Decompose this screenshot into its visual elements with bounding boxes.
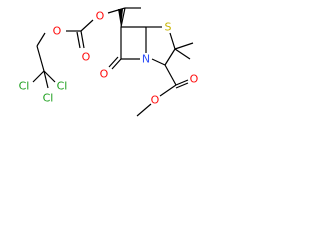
atom-cl-2: Cl	[57, 80, 68, 93]
bond-c-cl3	[43, 70, 49, 89]
atom-o-ester-carbonyl: O	[190, 73, 199, 86]
atom-n-beta-lactam: N	[142, 53, 150, 66]
bond-lactam-co	[111, 58, 122, 70]
bond-ch-ring	[120, 7, 126, 28]
bond-carbonate-c-o-double	[76, 31, 81, 49]
bond-ester-c-o	[159, 84, 177, 97]
atom-labels: O O O O S N O O Cl Cl Cl	[19, 10, 199, 107]
bond-ch-ester	[164, 64, 177, 86]
atom-cl-1: Cl	[19, 80, 30, 93]
bond-c-cl2	[43, 70, 56, 83]
bond-ch-o	[107, 7, 126, 14]
bond-o-c-carbonate	[80, 19, 94, 32]
bond-methyl-a	[174, 42, 194, 50]
bond-methyl-b	[174, 48, 191, 60]
bond-lactam-co-double	[108, 56, 119, 68]
bond-o-methyl	[136, 103, 152, 117]
bond-carbonate-c-o	[80, 30, 85, 49]
bond-s-cme2	[169, 32, 176, 50]
atom-o-ester-methoxy: O	[151, 94, 160, 107]
bond-ch-n	[151, 58, 166, 66]
atom-o-carbonyl-carbonate: O	[82, 51, 91, 64]
wedge-bond	[118, 9, 123, 27]
atom-o-carbonate-ester: O	[53, 25, 62, 38]
bond-cme2-ch	[164, 48, 176, 66]
atom-cl-3: Cl	[43, 92, 54, 105]
chemical-structure-canvas: O O O O S N O O Cl Cl Cl	[0, 0, 233, 162]
bonds	[32, 7, 194, 117]
atom-o-beta-lactam: O	[100, 68, 109, 81]
bond-o-ch2	[36, 32, 46, 47]
molecule-diagram: O O O O S N O O Cl Cl Cl	[19, 7, 199, 117]
atom-o-ether: O	[96, 10, 105, 23]
bond-ch2-ccl3	[36, 45, 45, 72]
bond-ester-co-double	[175, 82, 189, 89]
bond-c-cl1	[32, 70, 45, 83]
atom-s-thiazolidine: S	[165, 21, 172, 34]
bond-ester-co	[175, 79, 189, 86]
